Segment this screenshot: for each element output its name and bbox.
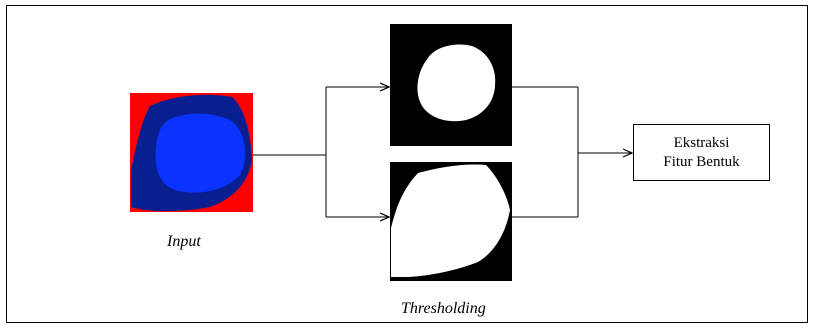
input-caption: Input	[167, 233, 201, 250]
input-inner-region	[155, 113, 246, 193]
thresholding-caption: Thresholding	[401, 300, 486, 317]
connectors	[253, 87, 632, 217]
threshold-bottom-blob	[391, 164, 510, 277]
threshold-image-top	[390, 24, 512, 146]
input-image	[130, 93, 253, 212]
shape-feature-extraction-box: Ekstraksi Fitur Bentuk	[633, 124, 770, 181]
threshold-image-bottom	[390, 162, 512, 281]
output-label-line2: Fitur Bentuk	[663, 153, 740, 170]
threshold-top-blob	[417, 44, 496, 122]
output-label-line1: Ekstraksi	[673, 134, 730, 151]
